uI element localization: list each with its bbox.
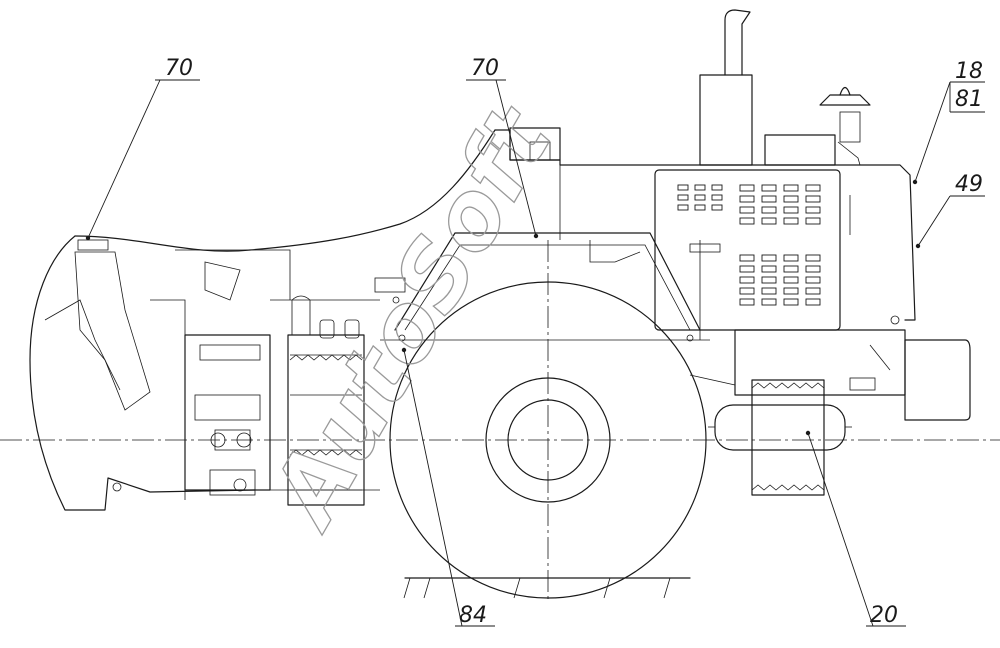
callout-18-81: 18 81 bbox=[912, 59, 985, 185]
callout-label: 81 bbox=[955, 87, 983, 112]
callout-label: 20 bbox=[870, 603, 898, 628]
rear-body bbox=[494, 9, 971, 421]
watermark-text: AutoSoft bbox=[248, 89, 574, 546]
callout-84: 84 bbox=[401, 347, 495, 628]
step-ladder-right bbox=[751, 379, 825, 496]
engine-grille bbox=[677, 184, 821, 306]
callout-label: 70 bbox=[165, 56, 193, 81]
callout-20: 20 bbox=[805, 430, 906, 628]
callout-49: 49 bbox=[915, 172, 985, 249]
fender-guard bbox=[374, 232, 710, 342]
callout-label: 84 bbox=[459, 603, 487, 628]
air-tank bbox=[708, 404, 852, 451]
callout-70-center: 70 bbox=[466, 56, 539, 239]
callout-label: 49 bbox=[955, 172, 983, 197]
step-ladder-left bbox=[287, 295, 365, 506]
rear-wheel bbox=[389, 281, 707, 599]
callout-70-left: 70 bbox=[85, 56, 200, 241]
ground-line bbox=[403, 577, 691, 599]
callout-label: 18 bbox=[955, 59, 983, 84]
callout-label: 70 bbox=[471, 56, 499, 81]
